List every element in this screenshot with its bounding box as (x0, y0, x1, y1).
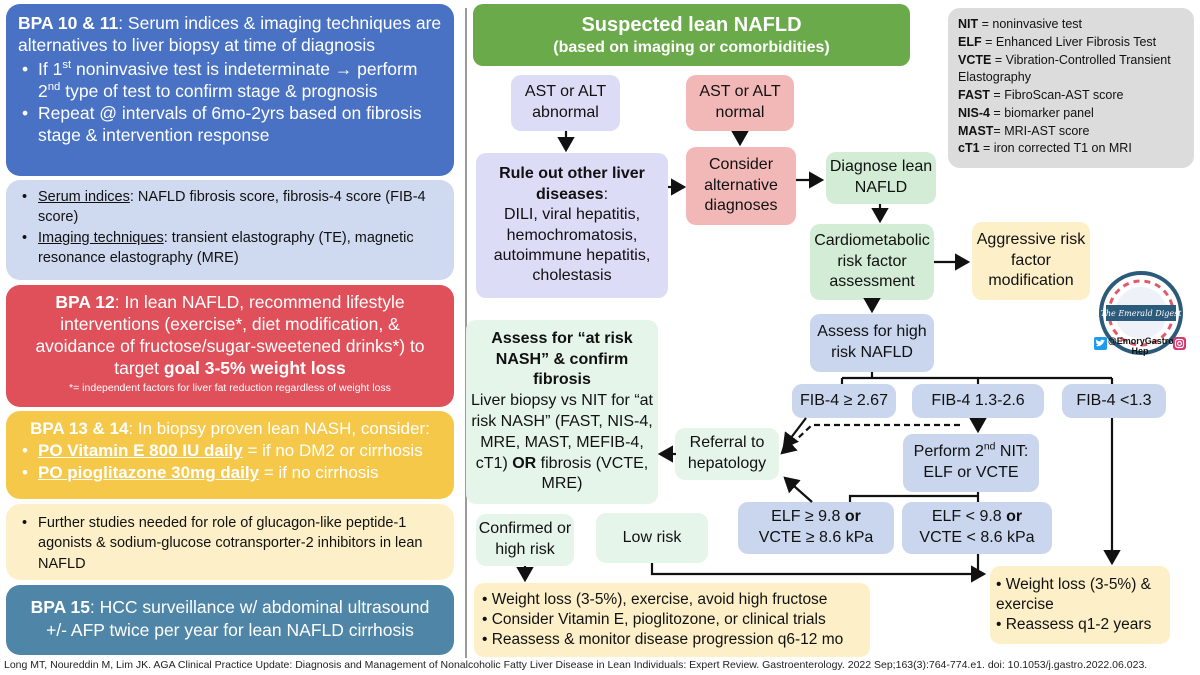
imaging-techniques-item: Imaging techniques: transient elastograp… (18, 228, 442, 269)
cardiometabolic-box: Cardiometabolic risk factor assessment (810, 224, 934, 300)
serum-indices-item: Serum indices: NAFLD fibrosis score, fib… (18, 187, 442, 228)
line-lowrisk-to-right (650, 563, 987, 583)
line-perform-split (848, 492, 980, 502)
ast-alt-abnormal-box: AST or ALT abnormal (511, 75, 620, 131)
rule-out-box: Rule out other liver diseases: DILI, vir… (476, 153, 668, 298)
vitamin-e-item: PO Vitamin E 800 IU daily = if no DM2 or… (18, 440, 442, 462)
further-studies-box: Further studies needed for role of gluca… (6, 504, 454, 580)
bpa10-heading: BPA 10 & 11 (18, 13, 119, 33)
low-risk-plan-box: • Weight loss (3-5%) & exercise • Reasse… (990, 566, 1170, 644)
svg-text:The Emerald Digest: The Emerald Digest (1101, 309, 1183, 318)
elf-low-box: ELF < 9.8 or VCTE < 8.6 kPa (902, 502, 1052, 554)
treatment-item-3: • Reassess & monitor disease progression… (482, 631, 844, 649)
logo-handle: @EmoryGastro Hep (1108, 336, 1174, 356)
bpa12-heading: BPA 12 (55, 292, 115, 312)
legend-item-elf: ELF = Enhanced Liver Fibrosis Test (958, 34, 1157, 49)
flow-subtitle: (based on imaging or comorbidities) (553, 38, 830, 56)
bpa10-bullet-1: If 1st noninvasive test is indeterminate… (18, 58, 442, 102)
at-risk-heading: Assess for “at risk NASH” & confirm fibr… (491, 329, 633, 389)
rule-out-heading: Rule out other liver diseases (499, 165, 645, 203)
serum-imaging-box: Serum indices: NAFLD fibrosis score, fib… (6, 180, 454, 280)
bpa-10-11-box: BPA 10 & 11: Serum indices & imaging tec… (6, 4, 454, 176)
assess-high-risk-box: Assess for high risk NAFLD (810, 314, 934, 372)
instagram-icon[interactable] (1173, 337, 1186, 350)
further-studies-item: Further studies needed for role of gluca… (18, 513, 442, 574)
legend-item-fast: FAST = FibroScan-AST score (958, 88, 1124, 102)
twitter-icon[interactable] (1094, 337, 1107, 350)
bpa-12-box: BPA 12: In lean NAFLD, recommend lifesty… (6, 285, 454, 407)
bpa13-heading: BPA 13 & 14 (30, 419, 129, 438)
emerald-digest-logo: The Emerald Digest (1098, 270, 1184, 356)
ast-alt-normal-box: AST or ALT normal (686, 75, 794, 131)
abbreviation-legend: NIT = noninvasive test ELF = Enhanced Li… (948, 8, 1194, 168)
referral-hepatology-box: Referral to hepatology (675, 428, 779, 480)
assess-at-risk-nash-box: Assess for “at risk NASH” & confirm fibr… (466, 320, 658, 504)
elf-high-box: ELF ≥ 9.8 or VCTE ≥ 8.6 kPa (738, 502, 894, 554)
low-plan-item-2: • Reassess q1-2 years (996, 616, 1152, 634)
suspected-lean-nafld-box: Suspected lean NAFLD (based on imaging o… (473, 4, 910, 66)
treatment-item-1: • Weight loss (3-5%), exercise, avoid hi… (482, 590, 828, 608)
fib4-mid-box: FIB-4 1.3-2.6 (912, 384, 1044, 418)
diagnose-lean-nafld-box: Diagnose lean NAFLD (826, 152, 936, 204)
bpa15-heading: BPA 15 (30, 597, 90, 617)
legend-item-mast: MAST= MRI-AST score (958, 123, 1090, 138)
citation: Long MT, Noureddin M, Lim JK. AGA Clinic… (4, 659, 1148, 671)
flow-title: Suspected lean NAFLD (581, 13, 802, 36)
legend-item-nit: NIT = noninvasive test (958, 17, 1083, 31)
legend-item-ct1: cT1 = iron corrected T1 on MRI (958, 141, 1132, 156)
bpa-15-box: BPA 15: HCC surveillance w/ abdominal ul… (6, 585, 454, 655)
arrow-high-to-referral (782, 417, 807, 449)
consider-alternative-box: Consider alternative diagnoses (686, 147, 796, 225)
rule-out-list: DILI, viral hepatitis, hemochromatosis, … (493, 206, 651, 285)
confirmed-high-risk-box: Confirmed or high risk (476, 514, 574, 566)
perform-second-nit-box: Perform 2nd NIT: ELF or VCTE (903, 434, 1039, 492)
pioglitazone-item: PO pioglitazone 30mg daily = if no cirrh… (18, 462, 442, 484)
treatment-box: • Weight loss (3-5%), exercise, avoid hi… (474, 583, 870, 657)
fib4-high-box: FIB-4 ≥ 2.67 (792, 384, 896, 418)
legend-item-nis4: NIS-4 = biomarker panel (958, 105, 1094, 120)
arrow-elfhigh-to-referral (783, 476, 813, 503)
bpa10-bullet-2: Repeat @ intervals of 6mo-2yrs based on … (18, 102, 442, 146)
weight-loss-goal: goal 3-5% weight loss (163, 358, 346, 379)
bpa12-footnote: *= independent factors for liver fat red… (69, 382, 391, 395)
legend-item-vcte: VCTE = Vibration-Controlled Transient El… (958, 52, 1171, 85)
fib4-low-box: FIB-4 <1.3 (1062, 384, 1166, 418)
treatment-item-2: • Consider Vitamin E, pioglitozone, or c… (482, 610, 826, 628)
bpa-13-14-box: BPA 13 & 14: In biopsy proven lean NASH,… (6, 411, 454, 499)
low-plan-item-1: • Weight loss (3-5%) & exercise (996, 575, 1152, 613)
low-risk-box: Low risk (596, 513, 708, 563)
aggressive-modification-box: Aggressive risk factor modification (972, 222, 1090, 300)
